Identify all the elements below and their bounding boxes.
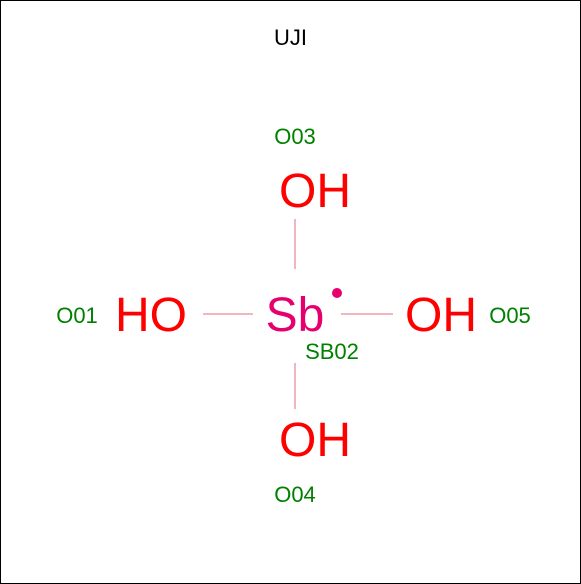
bottom-substituent: OH bbox=[279, 414, 351, 467]
top-substituent: OH bbox=[279, 165, 351, 218]
left-substituent: HO bbox=[115, 289, 187, 342]
bottom-substituent-label: O04 bbox=[274, 482, 316, 507]
right-substituent-label: O05 bbox=[489, 303, 531, 328]
left-substituent-label: O01 bbox=[56, 303, 98, 328]
top-substituent-label: O03 bbox=[274, 124, 316, 149]
radical-dot bbox=[332, 288, 342, 298]
molecule-title: UJI bbox=[274, 25, 307, 50]
center-atom-label: SB02 bbox=[305, 339, 359, 364]
center-atom-symbol: Sb bbox=[266, 289, 325, 342]
right-substituent: OH bbox=[405, 289, 477, 342]
